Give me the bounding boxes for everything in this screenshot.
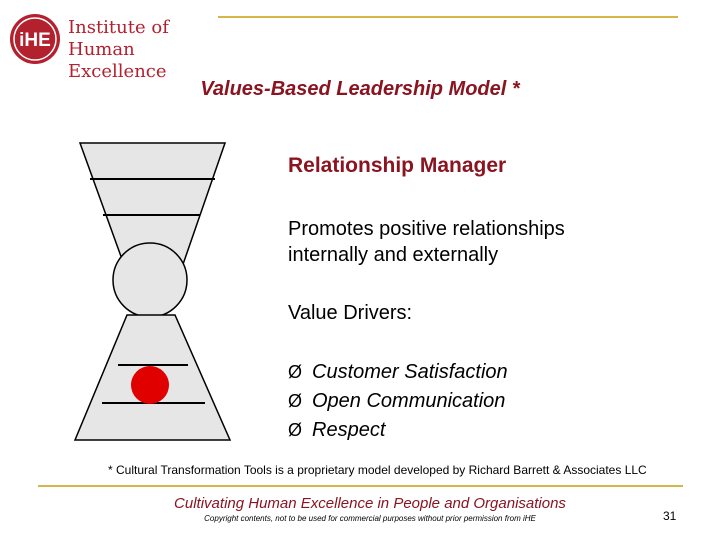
model-middle-circle bbox=[112, 242, 188, 318]
description-line-1: Promotes positive relationships bbox=[288, 218, 565, 240]
value-drivers-label: Value Drivers: bbox=[288, 302, 413, 324]
value-drivers-list: Ø Customer Satisfaction Ø Open Communica… bbox=[288, 358, 508, 445]
arrow-bullet-icon: Ø bbox=[288, 420, 303, 440]
page-number: 31 bbox=[663, 509, 677, 523]
arrow-bullet-icon: Ø bbox=[288, 362, 303, 382]
list-item: Ø Respect bbox=[288, 416, 508, 445]
driver-text: Respect bbox=[312, 419, 386, 441]
list-item: Ø Customer Satisfaction bbox=[288, 358, 508, 387]
logo-line-2: Human Excellence bbox=[68, 39, 167, 82]
footer-tagline: Cultivating Human Excellence in People a… bbox=[174, 495, 566, 512]
logo-line-1: Institute of bbox=[68, 17, 169, 38]
ihe-logo: iHE Institute of Human Excellence bbox=[8, 12, 228, 82]
driver-text: Open Communication bbox=[312, 390, 506, 412]
top-divider bbox=[218, 16, 678, 18]
footer-copyright: Copyright contents, not to be used for c… bbox=[204, 514, 536, 523]
driver-text: Customer Satisfaction bbox=[312, 361, 508, 383]
role-description: Promotes positive relationships internal… bbox=[288, 216, 688, 268]
list-item: Ø Open Communication bbox=[288, 387, 508, 416]
model-highlight-dot bbox=[131, 366, 169, 404]
ihe-logo-text: Institute of Human Excellence bbox=[68, 17, 228, 83]
footnote: * Cultural Transformation Tools is a pro… bbox=[108, 463, 647, 477]
ihe-logo-mark-text: iHE bbox=[19, 30, 51, 51]
arrow-bullet-icon: Ø bbox=[288, 391, 303, 411]
bottom-divider bbox=[38, 485, 683, 487]
description-line-2: internally and externally bbox=[288, 244, 499, 266]
ihe-logo-mark: iHE bbox=[10, 14, 60, 64]
role-heading: Relationship Manager bbox=[288, 154, 507, 177]
leadership-model-hourglass bbox=[73, 142, 232, 441]
slide-title: Values-Based Leadership Model * bbox=[200, 78, 520, 100]
